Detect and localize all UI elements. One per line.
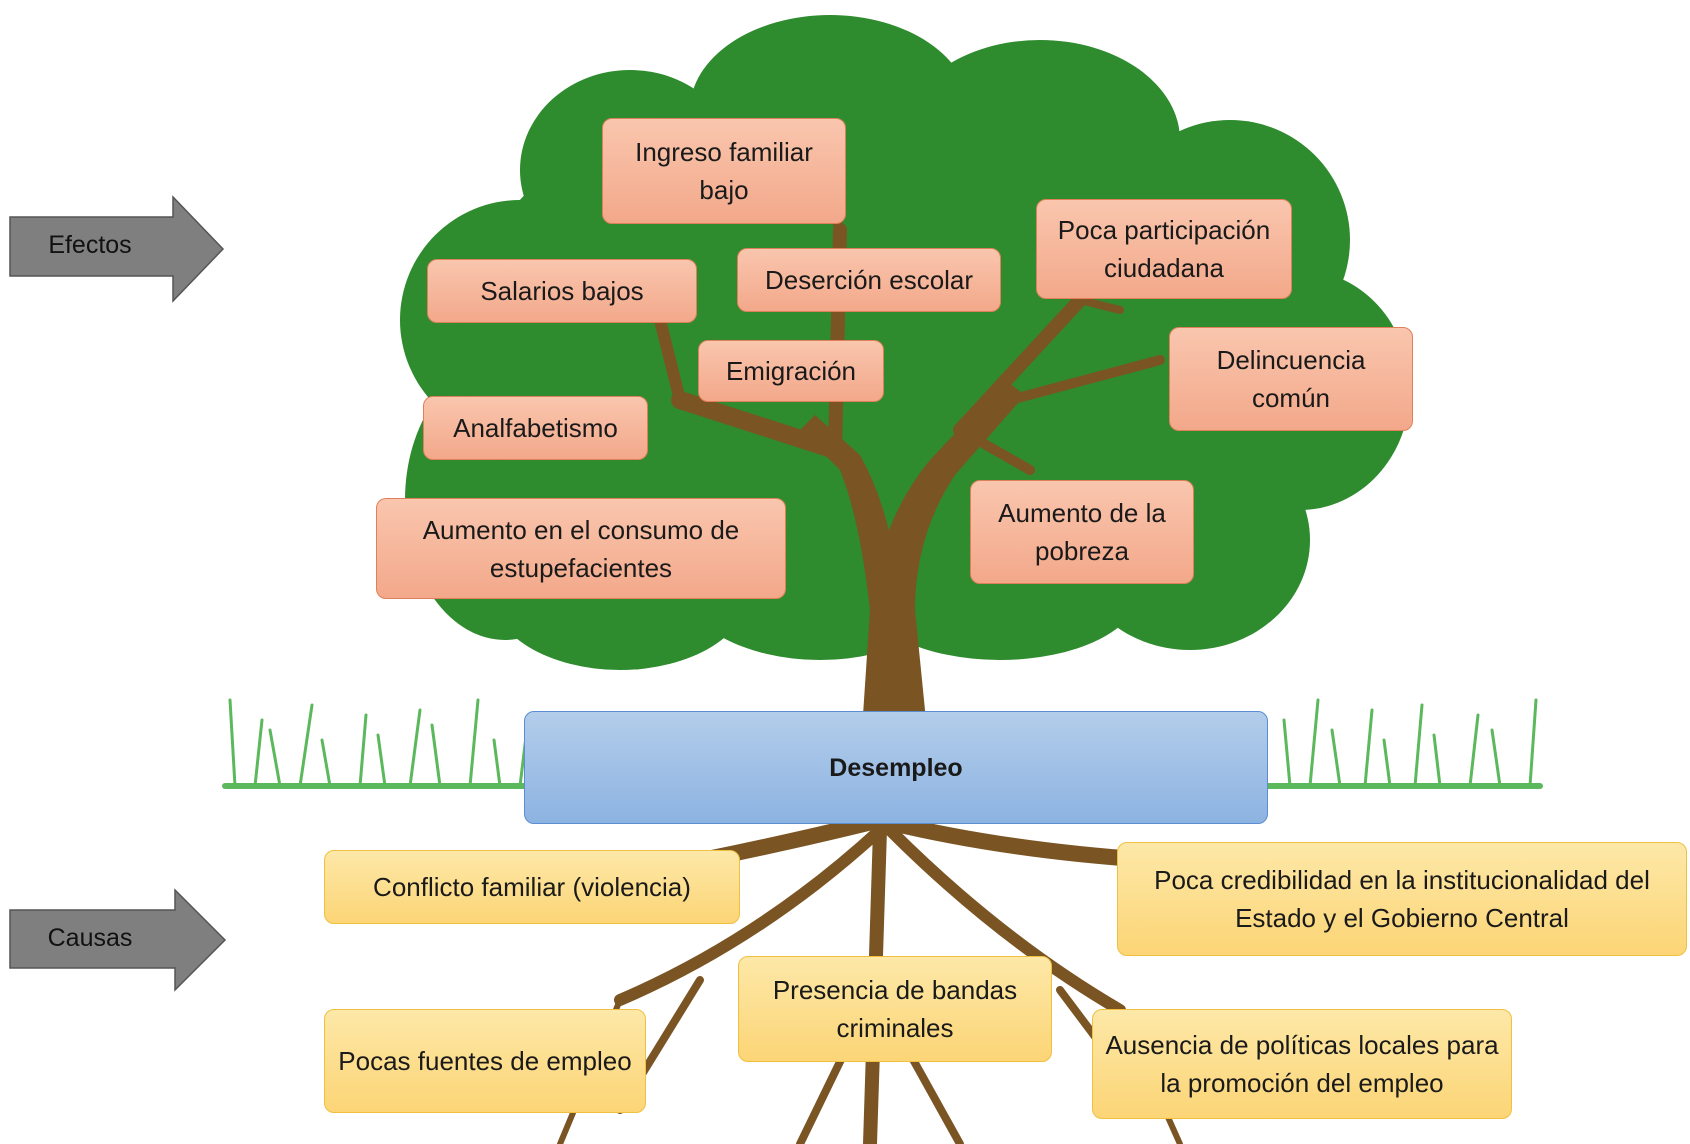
cause-presencia-bandas-criminales: Presencia de bandas criminales: [738, 956, 1052, 1062]
core-problem: Desempleo: [524, 711, 1268, 824]
effect-desercion-escolar: Deserción escolar: [737, 248, 1001, 312]
causes-label: Causas: [47, 924, 133, 952]
effect-ingreso-familiar-bajo: Ingreso familiar bajo: [602, 118, 846, 224]
cause-poca-credibilidad: Poca credibilidad en la institucionalida…: [1117, 842, 1687, 956]
effect-analfabetismo: Analfabetismo: [423, 396, 648, 460]
causes-arrow: [9, 888, 227, 992]
effects-label: Efectos: [48, 231, 132, 259]
effect-delincuencia-comun: Delincuencia común: [1169, 327, 1413, 431]
effect-aumento-pobreza: Aumento de la pobreza: [970, 480, 1194, 584]
cause-conflicto-familiar: Conflicto familiar (violencia): [324, 850, 740, 924]
effect-poca-participacion-ciudadana: Poca participación ciudadana: [1036, 199, 1292, 299]
effect-emigracion: Emigración: [698, 340, 884, 402]
effect-salarios-bajos: Salarios bajos: [427, 259, 697, 323]
cause-pocas-fuentes-empleo: Pocas fuentes de empleo: [324, 1009, 646, 1113]
effects-arrow: [9, 195, 225, 303]
cause-ausencia-politicas-locales: Ausencia de políticas locales para la pr…: [1092, 1009, 1512, 1119]
effect-aumento-consumo-estupefacientes: Aumento en el consumo de estupefacientes: [376, 498, 786, 599]
